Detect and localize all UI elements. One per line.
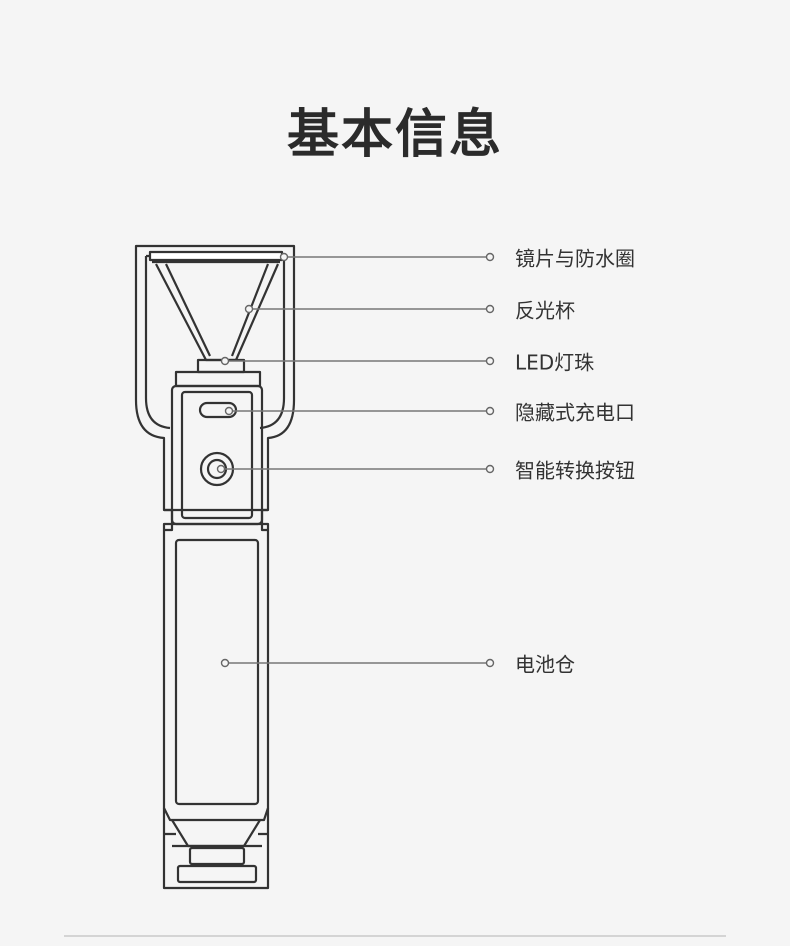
battery-cell bbox=[174, 538, 260, 806]
dot-lens-start bbox=[279, 252, 289, 262]
battery-tube bbox=[162, 522, 270, 822]
lens bbox=[148, 250, 284, 262]
dot-battery-start bbox=[220, 658, 230, 668]
head-inner-wall bbox=[144, 254, 286, 430]
dot-reflector-start bbox=[244, 304, 254, 314]
callout-battery-label: 电池仓 bbox=[515, 652, 575, 677]
dot-battery-end bbox=[485, 658, 495, 668]
page-title: 基本信息 bbox=[286, 105, 503, 165]
dot-button-end bbox=[485, 464, 495, 474]
tail-cap bbox=[162, 808, 270, 890]
dot-port-end bbox=[485, 406, 495, 416]
switch-housing bbox=[170, 384, 264, 526]
dot-reflector-end bbox=[485, 304, 495, 314]
charging-port bbox=[198, 401, 238, 419]
callout-reflector-label: 反光杯 bbox=[515, 298, 575, 323]
dot-led-end bbox=[485, 356, 495, 366]
dot-lens-end bbox=[485, 252, 495, 262]
callout-port-label: 隐藏式充电口 bbox=[515, 400, 635, 425]
callout-led-label: LED灯珠 bbox=[515, 350, 595, 375]
reflector-cone bbox=[155, 263, 280, 362]
callout-lens-label: 镜片与防水圈 bbox=[515, 246, 635, 271]
dot-port-start bbox=[224, 406, 234, 416]
dot-button-start bbox=[216, 464, 226, 474]
bottom-divider bbox=[64, 935, 726, 937]
head-outline bbox=[134, 244, 296, 512]
dot-led-start bbox=[220, 356, 230, 366]
callout-button-label: 智能转换按钮 bbox=[515, 458, 635, 483]
